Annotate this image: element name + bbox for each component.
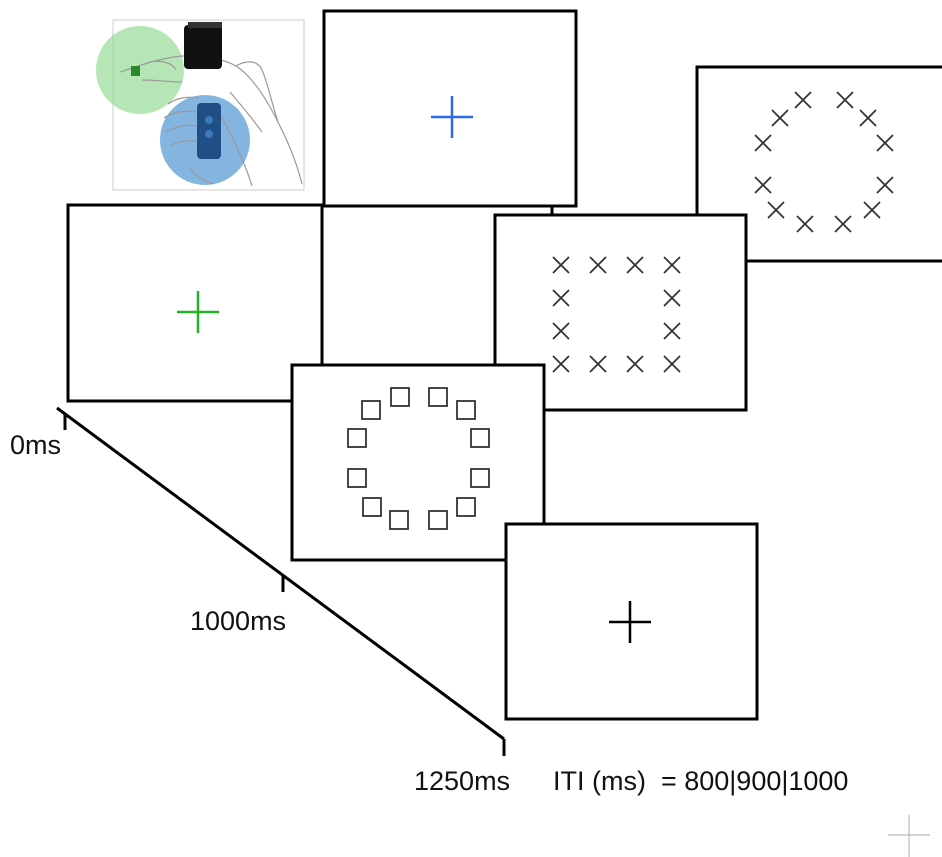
square-mark [456,497,476,517]
square-mark [470,468,490,488]
x-mark [552,256,570,274]
x-mark [589,355,607,373]
fixation-cross-blue-icon [431,96,473,138]
x-mark [836,91,854,109]
label-iti: ITI (ms) = 800|900|1000 [553,766,848,796]
label-1000ms: 1000ms [190,606,286,636]
screen-fixation-green [66,203,324,403]
square-mark [428,510,448,530]
x-circle-stimuli [754,91,894,233]
fixation-cross-black-icon [609,601,651,643]
square-mark [361,400,381,420]
square-mark [389,510,409,530]
square-mark [347,428,367,448]
x-mark [876,176,894,194]
x-mark [859,109,877,127]
x-square-stimuli [552,256,681,373]
square-mark [456,400,476,420]
label-1250ms: 1250ms [414,766,510,796]
screen-fixation-blue [322,9,578,208]
x-mark [794,91,812,109]
x-mark [754,176,772,194]
x-mark [663,289,681,307]
fixation-cross-green-icon [177,291,219,333]
x-mark [663,355,681,373]
green-button-icon [131,66,140,76]
square-mark [390,387,410,407]
crosshair-icon [888,815,930,857]
square-mark [362,497,382,517]
timeline-axis [56,406,506,756]
label-0ms: 0ms [10,430,61,460]
x-mark [663,322,681,340]
x-mark [589,256,607,274]
x-mark [754,134,772,152]
x-mark [771,109,789,127]
x-mark [834,215,852,233]
x-mark [552,322,570,340]
x-mark [863,201,881,219]
square-mark [470,428,490,448]
hand-outline [119,55,303,187]
square-mark [428,387,448,407]
x-mark [796,215,814,233]
square-circle-stimuli [347,387,490,530]
x-mark [767,201,785,219]
x-mark [876,134,894,152]
response-device-top-icon [184,22,222,69]
x-mark [552,289,570,307]
response-device-inset [96,19,305,191]
x-mark [552,355,570,373]
response-device-bottom-icon [197,103,221,159]
x-mark [626,355,644,373]
screen-fixation-black [504,522,759,721]
square-mark [347,468,367,488]
screen-square-circle-array [290,363,546,562]
x-mark [663,256,681,274]
x-mark [626,256,644,274]
